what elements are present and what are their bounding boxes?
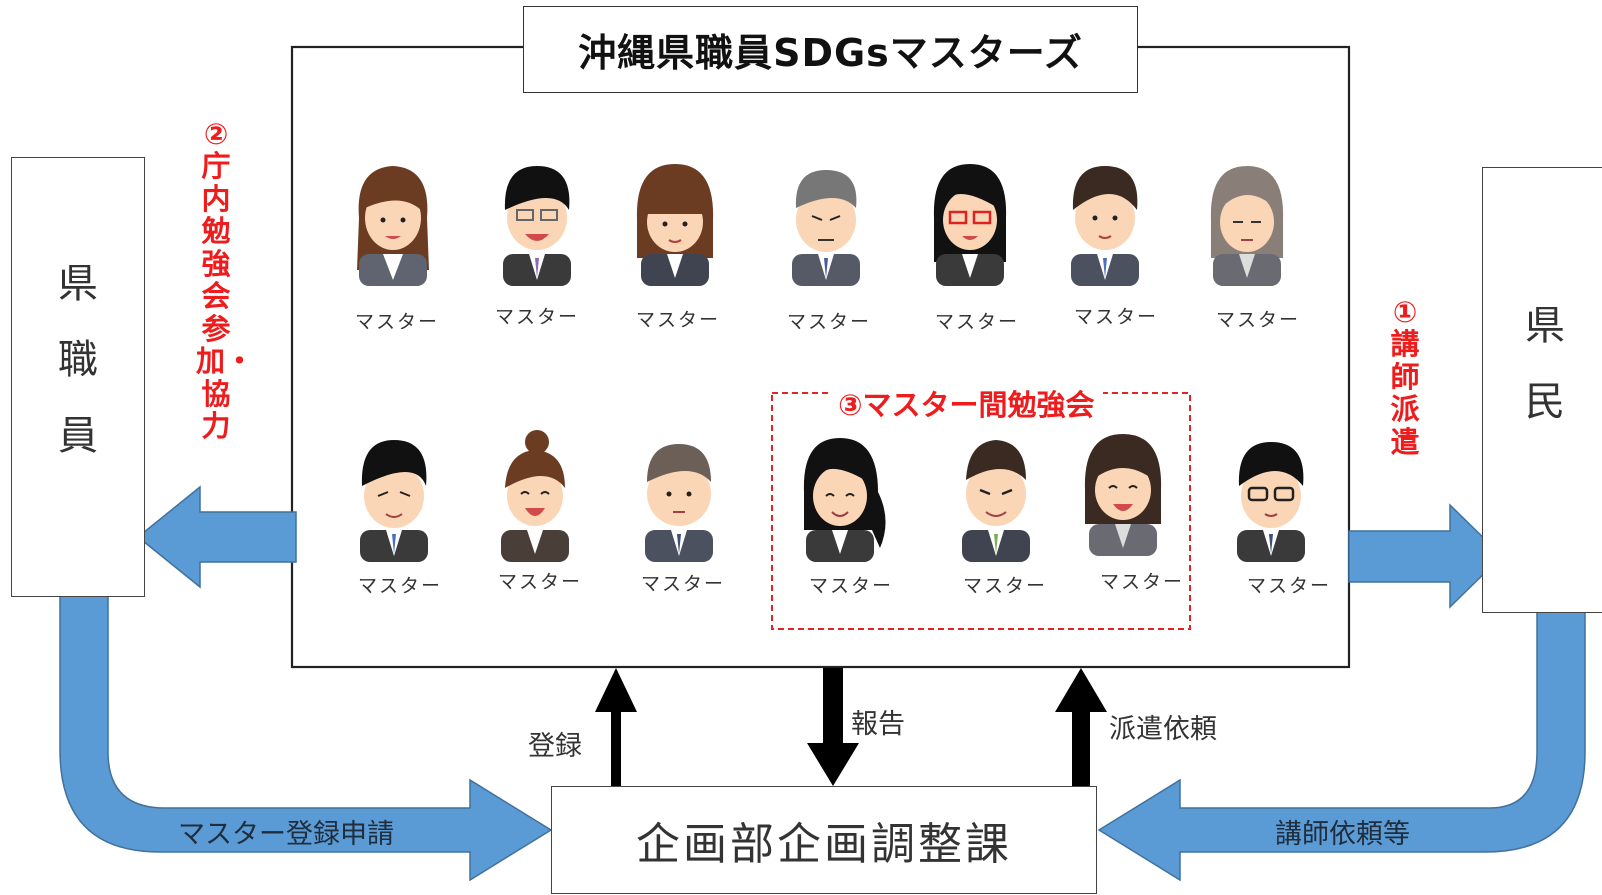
study-group-frame xyxy=(771,392,1191,630)
prefectural-staff-box: 県 職 員 xyxy=(11,157,145,597)
master-avatar xyxy=(803,438,886,562)
master-avatar xyxy=(933,164,1007,286)
master-label: マスター xyxy=(1099,571,1184,593)
master-avatar xyxy=(360,440,428,562)
master-avatar xyxy=(645,444,713,562)
master-avatar xyxy=(501,430,569,562)
master-label: マスター xyxy=(808,575,893,597)
master-label: マスター xyxy=(1246,575,1331,597)
master-label: マスター xyxy=(640,573,725,595)
master-label: マスター xyxy=(354,311,439,333)
dispatch-request-label: 派遣依頼 xyxy=(1109,714,1217,745)
participation-arrow xyxy=(136,485,297,589)
master-avatar xyxy=(1210,166,1284,286)
staff-study-note: ②庁内勉強会参加・協力 xyxy=(196,117,255,444)
master-label: マスター xyxy=(357,575,442,597)
registration-application-arrow xyxy=(59,582,553,882)
label-char: 県 xyxy=(1525,303,1565,349)
residents-box: 県 民 xyxy=(1482,167,1602,613)
master-label: マスター xyxy=(786,311,871,333)
master-label: マスター xyxy=(494,306,579,328)
label-char: 民 xyxy=(1525,379,1565,425)
register-label: 登録 xyxy=(528,731,582,762)
master-label: マスター xyxy=(1073,306,1158,328)
master-avatar xyxy=(1084,434,1162,556)
master-avatar xyxy=(1237,442,1305,562)
dispatch-arrow xyxy=(1348,503,1504,609)
master-label: マスター xyxy=(635,309,720,331)
study-group-title: ③マスター間勉強会 xyxy=(830,382,1103,424)
master-avatar xyxy=(503,166,571,286)
master-avatar xyxy=(357,166,429,286)
master-label: マスター xyxy=(497,571,582,593)
report-label: 報告 xyxy=(851,709,905,740)
master-label: マスター xyxy=(962,575,1047,597)
label-char: 県 xyxy=(58,261,98,307)
residents-label: 県 民 xyxy=(1483,288,1602,440)
masters-frame xyxy=(290,45,1351,669)
dispatch-request-arrow xyxy=(1055,668,1107,786)
master-avatar xyxy=(636,164,714,286)
master-avatar xyxy=(962,440,1030,562)
master-label: マスター xyxy=(1215,309,1300,331)
label-char: 職 xyxy=(58,337,98,383)
planning-division-box: 企画部企画調整課 xyxy=(551,786,1097,894)
lecturer-request-label: 講師依頼等 xyxy=(1275,819,1410,850)
lecturer-request-arrow xyxy=(1097,598,1586,882)
prefectural-staff-label: 県 職 員 xyxy=(12,246,144,474)
page-title: 沖縄県職員SDGsマスターズ xyxy=(523,6,1138,93)
report-arrow xyxy=(807,668,859,786)
registration-application-label: マスター登録申請 xyxy=(178,819,394,850)
master-avatar xyxy=(792,170,860,286)
register-arrow xyxy=(595,668,637,786)
master-label: マスター xyxy=(934,311,1019,333)
master-avatar xyxy=(1071,166,1139,286)
lecturer-dispatch-note: ①講師派遣 xyxy=(1390,295,1420,459)
label-char: 員 xyxy=(58,413,98,459)
